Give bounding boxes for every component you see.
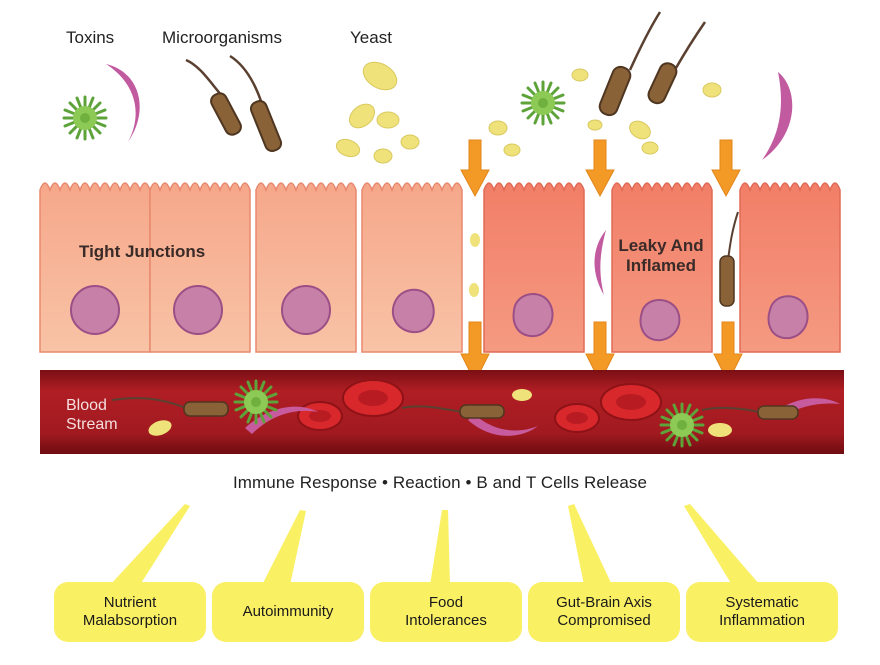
effect-line2: Intolerances [405,612,487,629]
effect-box-autoimmunity: Autoimmunity [212,582,364,642]
leaky-inflamed-line2: Inflamed [626,256,696,275]
leaky-inflamed-cells [469,182,841,353]
yeast-icon [335,61,420,164]
effect-line1: Nutrient [103,594,157,611]
leaky-inflamed-label: Leaky And Inflamed [612,236,710,276]
blood-stream-label: Blood Stream [66,396,118,434]
tight-junctions-label: Tight Junctions [79,242,206,261]
microorganisms-label: Microorganisms [162,28,282,47]
leaky-inflamed-line1: Leaky And [618,236,704,255]
toxin-icon [62,64,140,142]
effect-line1: Gut-Brain Axis [556,594,652,611]
yeast-label: Yeast [350,28,392,47]
blood-stream-line1: Blood [66,397,107,414]
microorganism-icon [185,54,283,152]
pathogen-cluster-icon [488,11,793,160]
effect-line2: Malabsorption [82,612,178,629]
effect-pointers [110,504,760,585]
effect-line1: Autoimmunity [242,603,334,620]
blood-stream-line2: Stream [66,416,118,433]
effect-line1: Systematic [725,594,799,611]
effect-line2: Inflammation [719,612,805,629]
blood-stream [40,370,844,454]
immune-response-text: Immune Response • Reaction • B and T Cel… [232,473,648,492]
leak-arrows [460,139,743,384]
tight-junction-cells [39,182,463,353]
toxins-label: Toxins [66,28,115,47]
effect-line1: Food [428,594,464,611]
effect-line2: Compromised [557,612,651,629]
